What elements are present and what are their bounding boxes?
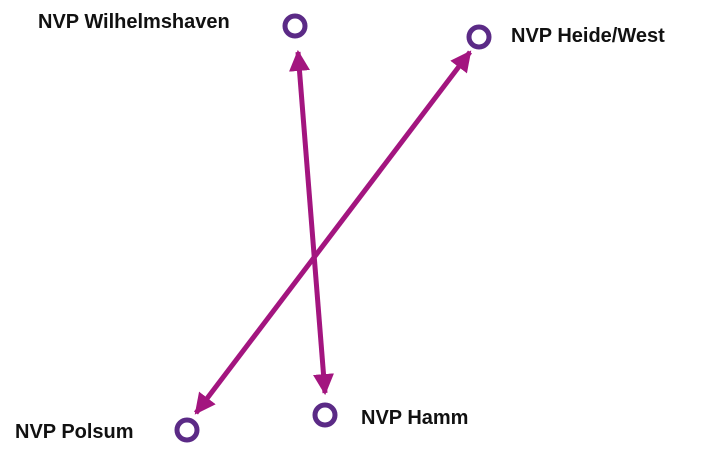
node-hamm-marker	[312, 402, 338, 428]
connection-wilhelmshaven-hamm	[289, 49, 334, 396]
node-wilhelmshaven-marker	[282, 13, 308, 39]
node-label-hamm: NVP Hamm	[361, 407, 469, 429]
node-polsum-marker	[174, 417, 200, 443]
connection-heide-west-polsum	[194, 50, 472, 415]
node-heide-west-marker	[466, 24, 492, 50]
node-label-polsum: NVP Polsum	[15, 421, 134, 443]
node-label-wilhelmshaven: NVP Wilhelmshaven	[38, 11, 230, 33]
node-label-heide-west: NVP Heide/West	[511, 25, 665, 47]
